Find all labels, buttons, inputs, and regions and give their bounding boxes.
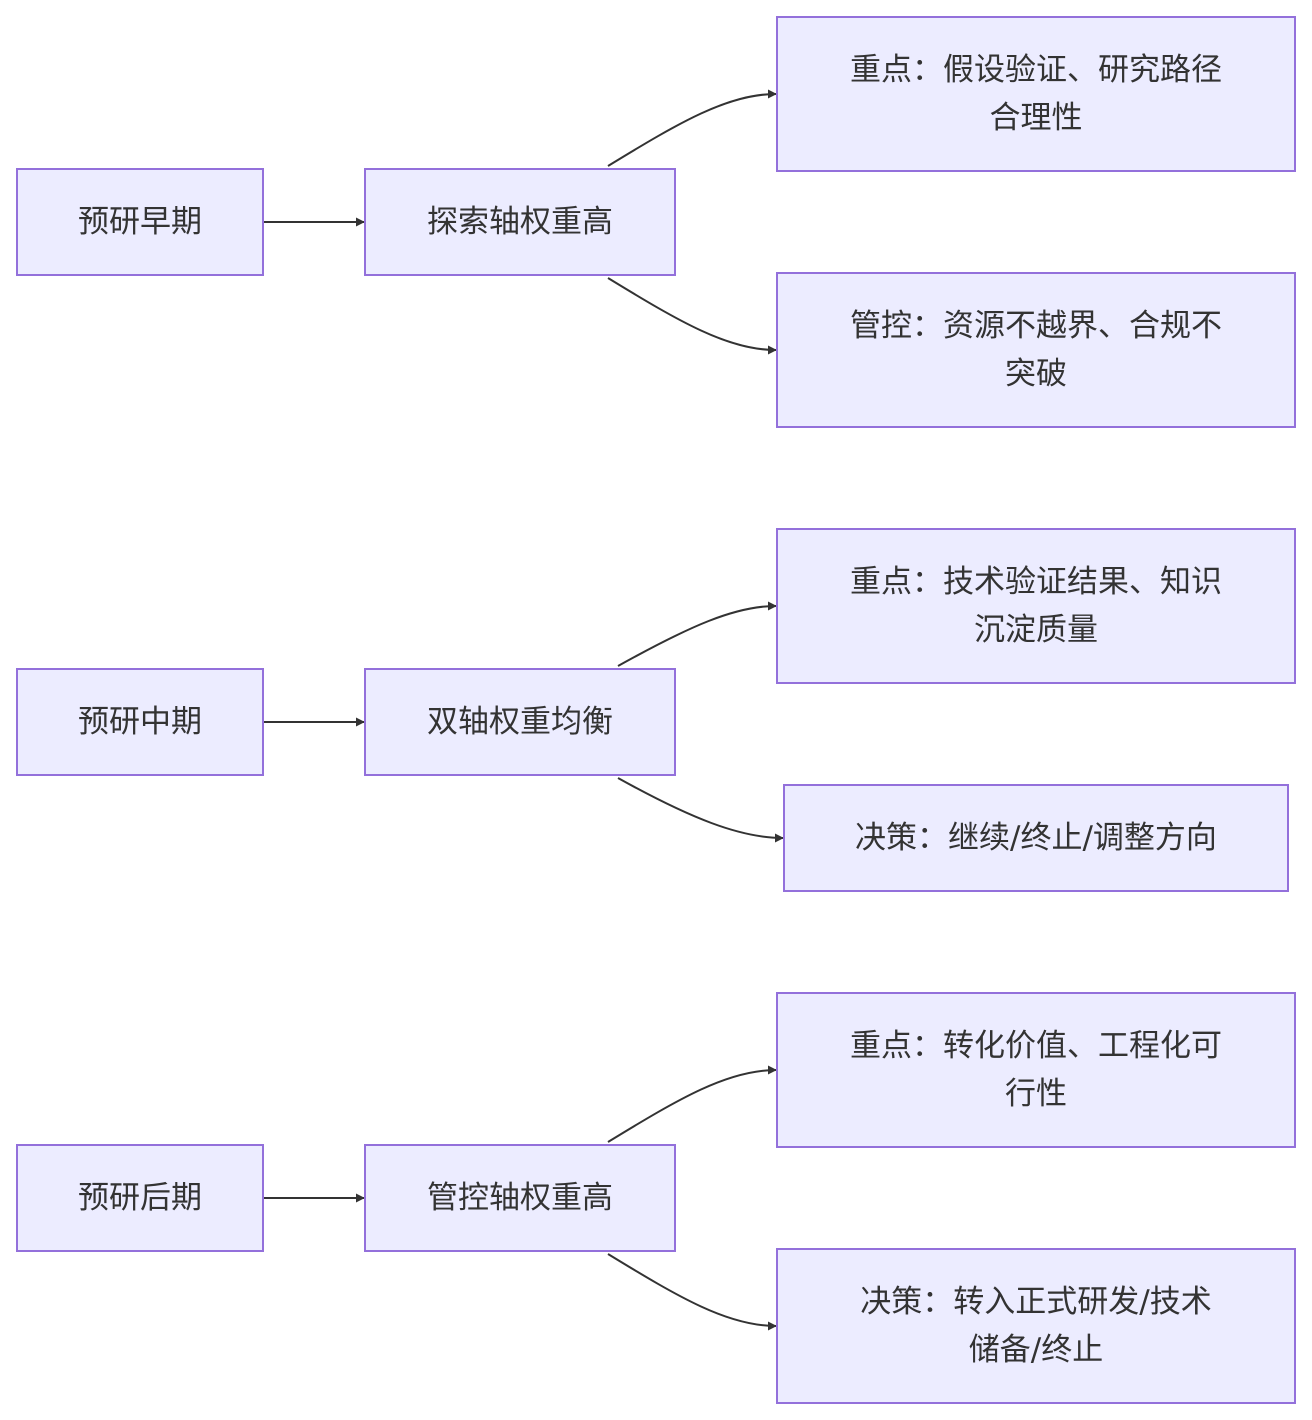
node-line: 突破 [1005, 356, 1067, 392]
node-label: 管控轴权重高 [427, 1180, 613, 1216]
node-weight-explore: 探索轴权重高 [364, 168, 676, 276]
node-mid-decision: 决策：继续/终止/调整方向 [783, 784, 1289, 892]
node-line: 沉淀质量 [974, 612, 1098, 648]
node-line: 决策：转入正式研发/技术 [860, 1284, 1212, 1320]
edge-balance-to-mid-decision [617, 777, 784, 843]
node-label: 决策：继续/终止/调整方向 [855, 820, 1217, 856]
node-line: 重点：假设验证、研究路径 [850, 52, 1222, 88]
node-early-control: 管控：资源不越界、合规不 突破 [776, 272, 1296, 428]
node-line: 重点：技术验证结果、知识 [850, 564, 1222, 600]
node-weight-balance: 双轴权重均衡 [364, 668, 676, 776]
node-late-decision: 决策：转入正式研发/技术 储备/终止 [776, 1248, 1296, 1404]
node-label: 预研早期 [78, 204, 202, 240]
node-mid-focus: 重点：技术验证结果、知识 沉淀质量 [776, 528, 1296, 684]
node-line: 重点：转化价值、工程化可 [850, 1028, 1222, 1064]
edge-balance-to-mid-focus [617, 601, 777, 667]
node-early-focus: 重点：假设验证、研究路径 合理性 [776, 16, 1296, 172]
edge-control-to-late-focus [607, 1065, 777, 1143]
edge-explore-to-early-control [607, 277, 777, 355]
node-line: 管控：资源不越界、合规不 [850, 308, 1222, 344]
node-weight-control: 管控轴权重高 [364, 1144, 676, 1252]
node-stage-mid: 预研中期 [16, 668, 264, 776]
node-label: 双轴权重均衡 [427, 704, 613, 740]
node-line: 合理性 [989, 100, 1083, 136]
node-label: 探索轴权重高 [427, 204, 613, 240]
node-line: 储备/终止 [968, 1332, 1104, 1368]
node-line: 行性 [1005, 1076, 1067, 1112]
node-label: 预研后期 [78, 1180, 202, 1216]
node-stage-early: 预研早期 [16, 168, 264, 276]
node-stage-late: 预研后期 [16, 1144, 264, 1252]
edge-explore-to-early-focus [607, 89, 777, 167]
node-late-focus: 重点：转化价值、工程化可 行性 [776, 992, 1296, 1148]
edge-control-to-late-decision [607, 1253, 777, 1331]
node-label: 预研中期 [78, 704, 202, 740]
